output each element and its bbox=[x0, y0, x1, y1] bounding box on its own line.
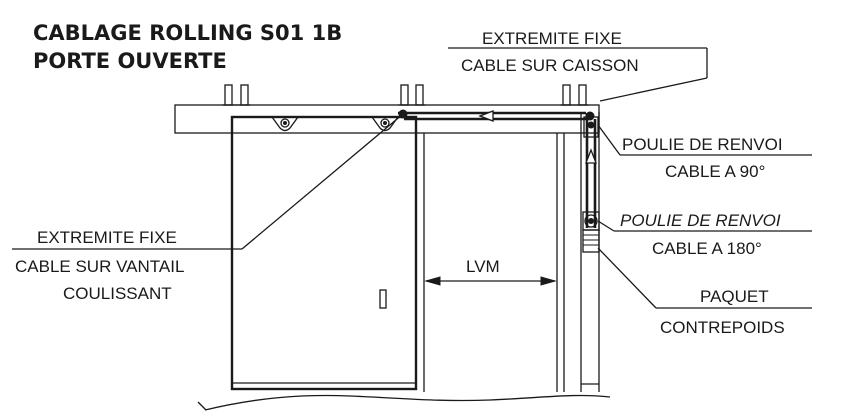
callout-fixed-end-housing: EXTREMITE FIXE CABLE SUR CAISSON bbox=[448, 29, 708, 102]
diagram-title-line2: PORTE OUVERTE bbox=[33, 49, 227, 73]
cable-path bbox=[398, 111, 597, 228]
cable-direction-arrow-left-icon bbox=[478, 110, 494, 122]
pulley-180-line1: POULIE DE RENVOI bbox=[620, 211, 781, 230]
cable-direction-arrow-up-icon bbox=[585, 148, 597, 164]
carriage-roller-left bbox=[270, 116, 300, 132]
sliding-door-leaf bbox=[230, 115, 418, 391]
callout-counterweight: PAQUET CONTREPOIDS bbox=[597, 247, 812, 337]
floor-break-left-tick bbox=[197, 401, 207, 411]
callout-fixed-end-leaf: EXTREMITE FIXE CABLE SUR VANTAIL COULISS… bbox=[12, 113, 404, 303]
pulley-180-icon bbox=[582, 211, 600, 231]
counterweight-line2: CONTREPOIDS bbox=[660, 318, 785, 337]
diagram-title-line1: CABLAGE ROLLING S01 1B bbox=[33, 21, 342, 45]
door-handle bbox=[379, 289, 387, 309]
fixed-end-housing-line2: CABLE SUR CAISSON bbox=[461, 56, 639, 75]
floor-break-line bbox=[204, 394, 611, 411]
mounting-bracket-center bbox=[398, 84, 426, 106]
mounting-bracket-left bbox=[222, 84, 251, 106]
fixed-end-leaf-line2: CABLE SUR VANTAIL bbox=[15, 257, 184, 276]
fixed-door-panel bbox=[423, 133, 565, 392]
fixed-end-leaf-line1: EXTREMITE FIXE bbox=[37, 228, 177, 247]
fixed-end-housing-line1: EXTREMITE FIXE bbox=[482, 29, 622, 48]
mounting-bracket-right bbox=[560, 84, 589, 106]
lvm-dimension bbox=[424, 276, 557, 286]
pulley-90-line2: CABLE A 90° bbox=[665, 162, 765, 181]
lvm-label: LVM bbox=[466, 257, 500, 276]
counterweight-line1: PAQUET bbox=[700, 287, 769, 306]
counterweight-pack bbox=[582, 229, 600, 253]
callout-pulley-180: POULIE DE RENVOI CABLE A 180° bbox=[597, 211, 812, 258]
pulley-90-line1: POULIE DE RENVOI bbox=[622, 135, 783, 154]
pulley-90-icon bbox=[583, 111, 599, 138]
pulley-180-line2: CABLE A 180° bbox=[652, 239, 762, 258]
carriage-roller-right bbox=[370, 116, 400, 132]
fixed-end-leaf-line3: COULISSANT bbox=[63, 284, 172, 303]
callout-pulley-90: POULIE DE RENVOI CABLE A 90° bbox=[597, 124, 812, 181]
